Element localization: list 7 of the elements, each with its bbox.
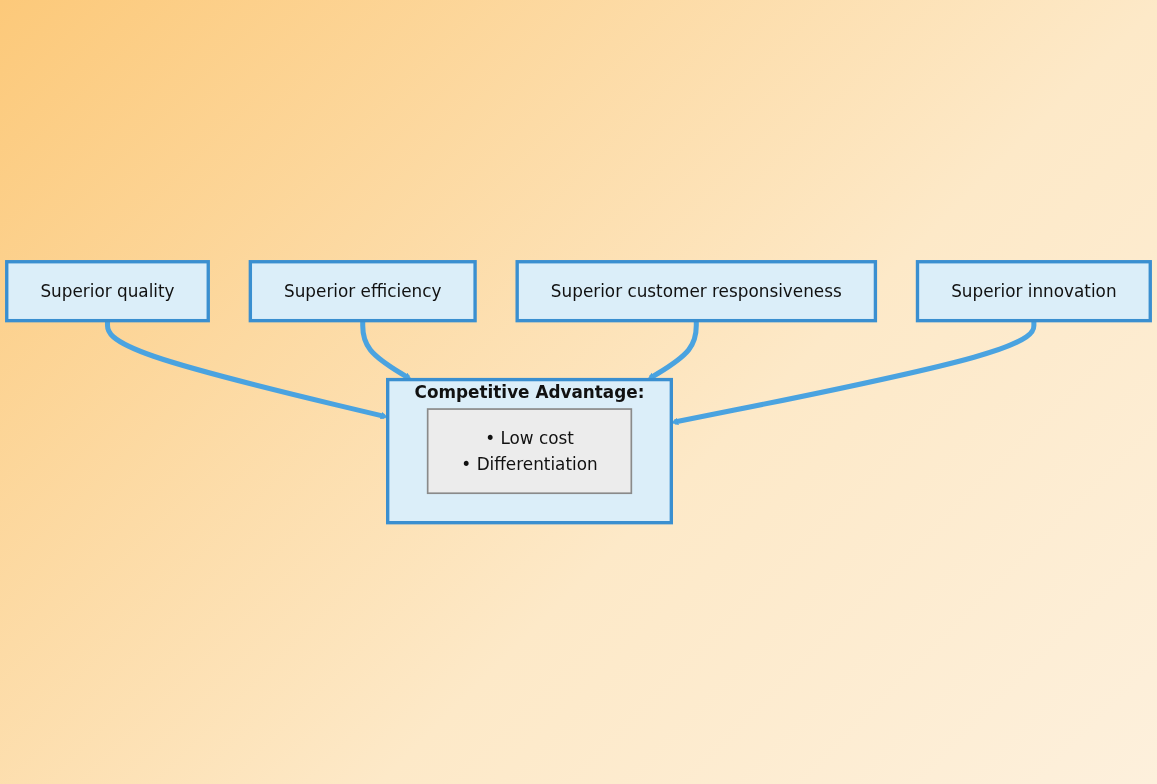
arrow [647, 320, 699, 380]
node-box: • Low cost • Differentiation [426, 408, 633, 494]
node-box: Superior quality [5, 259, 210, 323]
node-box: Superior efficiency [248, 259, 477, 323]
node-box: Superior customer responsiveness [515, 259, 878, 323]
node-box: Superior innovation [915, 259, 1152, 323]
arrow [360, 320, 412, 380]
